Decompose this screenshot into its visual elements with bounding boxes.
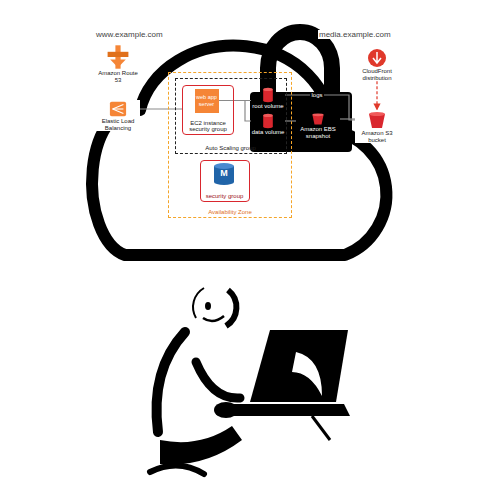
load-balancer: Elastic Load Balancing: [96, 100, 140, 131]
snapshot-icon: Amazon EBS snapshot: [296, 112, 340, 139]
connector: [140, 108, 182, 109]
padlock-body: [250, 92, 352, 152]
edge-label: logs: [310, 92, 323, 99]
cdn-icon: CloudFront distribution: [355, 48, 399, 81]
vol-symbol: [260, 87, 276, 103]
connector: [219, 101, 252, 122]
node-label: CloudFront distribution: [355, 68, 399, 81]
node-label: Amazon Route 53: [96, 70, 140, 83]
bucket-symbol: [367, 110, 387, 130]
elb-symbol: [109, 100, 127, 118]
node-label: M: [220, 169, 228, 179]
connector: [285, 120, 296, 121]
domain-label: www.example.com: [95, 30, 164, 39]
node-label: Elastic Load Balancing: [96, 118, 140, 131]
server-box: web app server: [195, 89, 219, 113]
person-figure: [150, 288, 242, 474]
node-label: Amazon S3 bucket: [355, 130, 399, 143]
scaling-group: web app serverEC2 instance security grou…: [175, 78, 287, 154]
route53-symbol: [105, 44, 131, 70]
database-icon: M: [213, 162, 235, 186]
volume-icon: data volume: [251, 113, 285, 136]
bucket-symbol: [311, 112, 325, 126]
volume-icon: root volume: [251, 87, 285, 110]
node-label: data volume: [252, 129, 285, 136]
domain-label: media.example.com: [318, 30, 392, 39]
padlock-shackle: [268, 32, 332, 100]
node-label: EC2 instance security group: [185, 120, 231, 133]
security-group-box: Msecurity group: [200, 160, 250, 202]
connector: [376, 81, 377, 110]
availability-zone: web app serverEC2 instance security grou…: [168, 72, 292, 218]
vol-symbol: [260, 113, 276, 129]
node-label: security group: [206, 193, 244, 200]
node-label: Availability Zone: [208, 209, 252, 216]
node-label: root volume: [252, 103, 283, 110]
security-group-box: web app serverEC2 instance security grou…: [182, 85, 234, 135]
dns-service: Amazon Route 53: [96, 44, 140, 83]
node-label: web app server: [195, 94, 219, 106]
laptop: [222, 330, 350, 440]
cf-symbol: [367, 48, 387, 68]
node-label: Amazon EBS snapshot: [296, 126, 340, 139]
node-label: Auto Scaling group: [205, 145, 256, 152]
storage-icon: Amazon S3 bucket: [355, 110, 399, 143]
connector: [340, 118, 355, 119]
